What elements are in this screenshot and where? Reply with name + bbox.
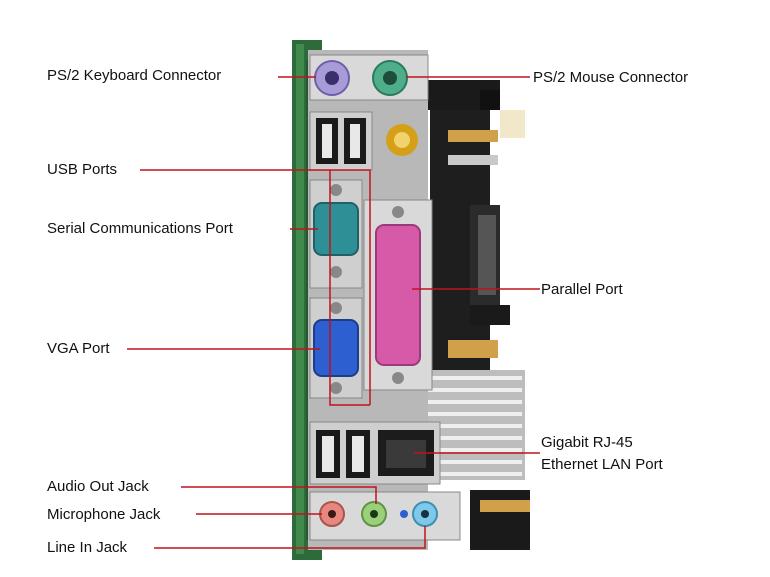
leader-line-audio-out bbox=[181, 486, 377, 504]
leader-line-usb bbox=[140, 169, 371, 405]
background-components bbox=[420, 80, 530, 550]
label-usb-ports: USB Ports bbox=[47, 161, 118, 178]
leader-lines bbox=[127, 76, 540, 549]
label-line-in: Line In Jack bbox=[47, 539, 128, 556]
label-parallel-port: Parallel Port bbox=[541, 281, 623, 298]
audio-jack-block bbox=[309, 491, 461, 541]
leader-line-line-in bbox=[154, 526, 426, 549]
label-vga-port: VGA Port bbox=[47, 340, 110, 357]
label-ps2-mouse: PS/2 Mouse Connector bbox=[533, 69, 689, 86]
label-audio-out: Audio Out Jack bbox=[47, 478, 149, 495]
parallel-port-block bbox=[363, 199, 433, 391]
usb-lan-block bbox=[309, 421, 441, 485]
label-lan-line1: Gigabit RJ-45 bbox=[541, 434, 633, 451]
leader-line-usb-bottom bbox=[329, 170, 370, 406]
label-ps2-keyboard: PS/2 Keyboard Connector bbox=[47, 67, 222, 84]
usb-port-block-top bbox=[309, 111, 418, 171]
label-lan-line2: Ethernet LAN Port bbox=[541, 456, 663, 473]
label-microphone: Microphone Jack bbox=[47, 506, 161, 523]
label-serial-port: Serial Communications Port bbox=[47, 220, 233, 237]
serial-port-block bbox=[309, 179, 363, 289]
vga-port-block bbox=[309, 297, 363, 399]
